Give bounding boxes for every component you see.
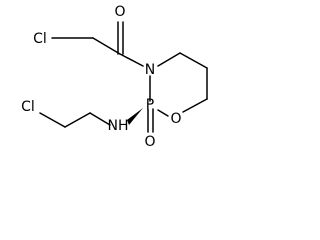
atom-phosphoryl-oxygen: O: [144, 134, 155, 150]
atom-chlorine-ethyl: Cl: [21, 99, 35, 115]
atom-phosphorus: P: [146, 97, 154, 113]
atom-ring-oxygen: O: [170, 111, 181, 127]
bond-o-p: [157, 109, 169, 117]
bond-ring-c1-c2: [179, 52, 208, 69]
structure-canvas: O Cl N P NH O O Cl: [0, 0, 226, 158]
bond-n-ring-c1: [157, 52, 181, 67]
bond-carbonyl-c-n: [119, 53, 144, 67]
bond-p-nh-wedge: [127, 108, 143, 125]
chemical-structure-diagram: O Cl N P NH O O Cl: [21, 4, 208, 150]
atom-chlorine-acyl: Cl: [33, 31, 47, 47]
atom-ring-nitrogen: N: [145, 62, 155, 78]
bond-nh-ch2: [89, 112, 111, 126]
atom-amine-nh: NH: [108, 118, 129, 134]
bond-carbonyl-c-ch2: [92, 37, 121, 55]
bond-ethyl-c2-cl: [39, 112, 66, 128]
atom-carbonyl-oxygen: O: [114, 4, 125, 20]
bond-ring-c3-o: [182, 98, 208, 113]
bond-set: [39, 21, 208, 133]
bond-ethyl-c1-c2: [64, 112, 91, 128]
atom-label-set: O Cl N P NH O O Cl: [21, 4, 181, 150]
